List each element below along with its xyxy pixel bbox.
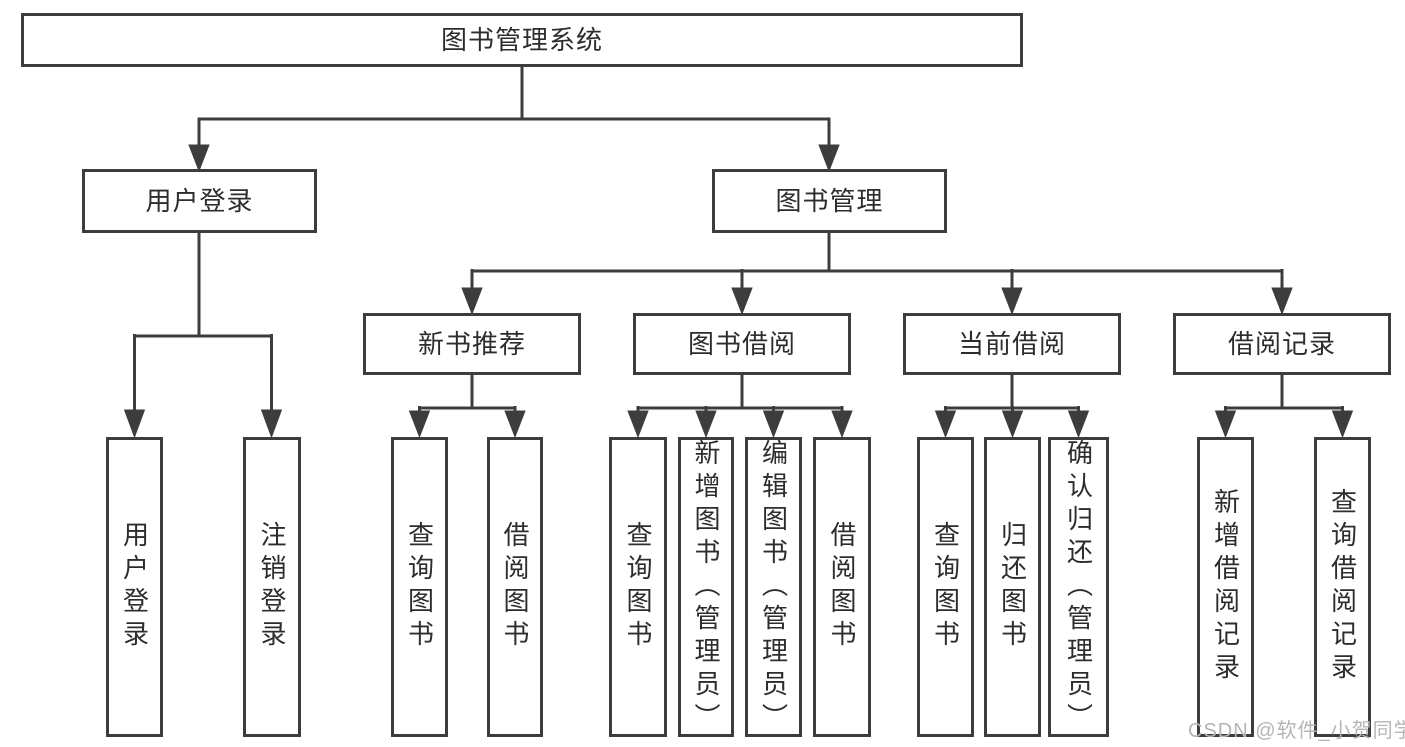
leaf-edit-books-admin: 编辑图书（管理员） xyxy=(745,437,802,737)
leaf-borrow-books-2: 借阅图书 xyxy=(813,437,871,737)
leaf-label: 编辑图书（管理员） xyxy=(758,438,789,736)
arrowhead-icon xyxy=(627,410,649,439)
leaf-add-books-admin: 新增图书（管理员） xyxy=(678,437,734,737)
leaf-label: 确认归还（管理员） xyxy=(1063,438,1094,736)
leaf-label: 查询图书 xyxy=(623,521,653,653)
arrowhead-icon xyxy=(408,410,431,439)
leaf-add-borrow-record: 新增借阅记录 xyxy=(1197,437,1254,737)
connector-book-management-children xyxy=(461,233,1293,316)
arrowhead-icon xyxy=(260,409,283,439)
node-label: 新书推荐 xyxy=(417,328,526,359)
arrowhead-icon xyxy=(461,287,483,316)
leaf-logout-login: 注销登录 xyxy=(243,437,301,737)
node-label: 当前借阅 xyxy=(957,328,1066,359)
arrowhead-icon xyxy=(504,410,526,439)
leaf-label: 注销登录 xyxy=(257,521,287,653)
connector-borrow-records-children xyxy=(1214,375,1354,439)
node-root: 图书管理系统 xyxy=(21,13,1023,67)
node-book-management: 图书管理 xyxy=(712,169,947,233)
arrowhead-icon xyxy=(1001,410,1024,439)
leaf-label: 借阅图书 xyxy=(500,521,530,653)
connector-book-borrow-children xyxy=(627,375,853,439)
arrowhead-icon xyxy=(188,144,210,173)
node-book-borrow: 图书借阅 xyxy=(633,313,851,375)
watermark: CSDN @软件_小贺同学 xyxy=(1188,720,1405,742)
node-borrow-records: 借阅记录 xyxy=(1173,313,1391,375)
arrowhead-icon xyxy=(123,409,146,439)
leaf-query-books-1: 查询图书 xyxy=(391,437,448,737)
leaf-label: 新增图书（管理员） xyxy=(691,438,721,736)
leaf-query-books-2: 查询图书 xyxy=(609,437,667,737)
leaf-label: 查询图书 xyxy=(930,521,961,653)
leaf-label: 查询图书 xyxy=(404,521,435,653)
arrowhead-icon xyxy=(695,410,717,439)
arrowhead-icon xyxy=(762,410,785,439)
leaf-user-login: 用户登录 xyxy=(106,437,163,737)
node-user-login: 用户登录 xyxy=(82,169,317,233)
leaf-borrow-books-1: 借阅图书 xyxy=(487,437,543,737)
arrowhead-icon xyxy=(831,410,853,439)
node-label: 用户登录 xyxy=(145,185,254,216)
leaf-return-books: 归还图书 xyxy=(984,437,1041,737)
leaf-query-books-3: 查询图书 xyxy=(917,437,974,737)
arrowhead-icon xyxy=(1214,410,1237,439)
leaf-label: 新增借阅记录 xyxy=(1210,488,1241,686)
arrowhead-icon xyxy=(1271,287,1293,316)
arrowhead-icon xyxy=(1067,410,1090,439)
node-label: 图书管理系统 xyxy=(440,24,603,55)
arrowhead-icon xyxy=(934,410,957,439)
node-current-borrow: 当前借阅 xyxy=(903,313,1121,375)
leaf-label: 归还图书 xyxy=(997,521,1028,653)
connector-root-to-level2 xyxy=(188,66,840,173)
node-label: 图书管理 xyxy=(775,185,884,216)
leaf-query-borrow-record: 查询借阅记录 xyxy=(1314,437,1371,737)
connector-new-book-children xyxy=(408,375,526,439)
node-new-book-recommend: 新书推荐 xyxy=(363,313,581,375)
arrowhead-icon xyxy=(1331,410,1354,439)
leaf-label: 查询借阅记录 xyxy=(1327,488,1358,686)
connector-current-borrow-children xyxy=(934,375,1090,439)
connector-user-login-children xyxy=(123,233,283,439)
arrowhead-icon xyxy=(818,144,840,173)
arrowhead-icon xyxy=(731,287,753,316)
leaf-confirm-return-admin: 确认归还（管理员） xyxy=(1048,437,1109,737)
leaf-label: 用户登录 xyxy=(119,521,150,653)
node-label: 借阅记录 xyxy=(1227,328,1336,359)
leaf-label: 借阅图书 xyxy=(827,521,857,653)
node-label: 图书借阅 xyxy=(687,328,796,359)
arrowhead-icon xyxy=(1001,287,1023,316)
